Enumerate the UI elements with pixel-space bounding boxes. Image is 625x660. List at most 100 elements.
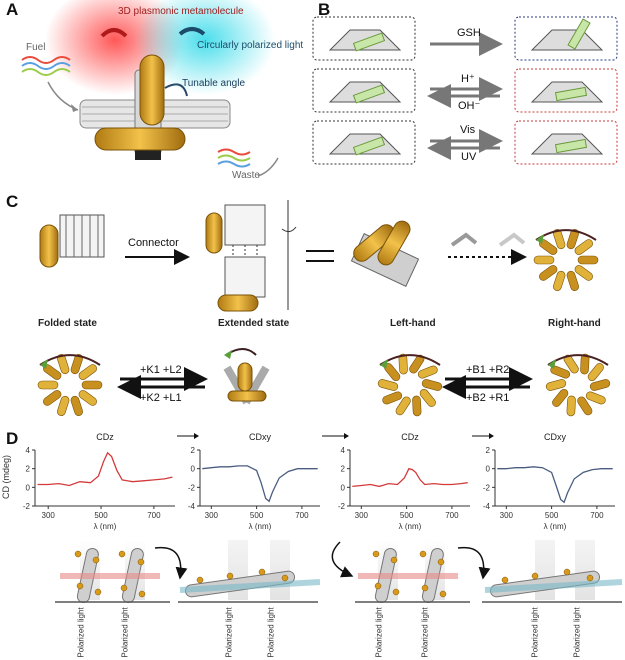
equals-sign (306, 250, 334, 262)
x-tick-label: 300 (500, 511, 514, 520)
h-plus-label: H⁺ (461, 73, 475, 85)
nanorod (566, 395, 576, 417)
oh-minus-label: OH⁻ (458, 100, 481, 112)
sequence-arrow-head (344, 433, 349, 439)
ring-left-hand (377, 353, 443, 417)
ring-folded (37, 354, 103, 416)
rotation-arrow-red-icon (100, 28, 128, 38)
rotation-arrow-tip-icon (536, 234, 544, 244)
rx1-bottom-label: +K2 +L1 (140, 392, 182, 404)
panel-c-assembly (37, 200, 611, 417)
scheme-key (450, 232, 526, 247)
c-monomer (39, 214, 105, 268)
x-tick-label: 500 (250, 511, 264, 520)
b-box-right-2 (514, 68, 618, 113)
nanorod (580, 353, 590, 375)
tunable-angle-label: Tunable angle (182, 78, 246, 89)
y-tick-label: 0 (26, 483, 31, 492)
rx2-bottom-label: +B2 +R1 (466, 392, 510, 404)
chart-title: CDxy (249, 432, 271, 442)
chart-title: CDxy (544, 432, 566, 442)
x-tick-label: 300 (42, 511, 56, 520)
rotation-arc (39, 354, 101, 366)
c-dimer (205, 200, 297, 312)
chart-title: CDz (401, 432, 419, 442)
folded-state-label: Folded state (38, 318, 97, 329)
x-tick-label: 700 (445, 511, 459, 520)
nanorod (43, 390, 62, 406)
x-tick-label: 700 (590, 511, 604, 520)
cd-ylabel: CD (mdeg) (1, 454, 12, 500)
polarized-light-label-3: Polarized light (224, 607, 234, 658)
nanorod (553, 229, 566, 250)
switch-arrow-3 (457, 546, 491, 580)
nanorod (81, 380, 103, 390)
polarized-light-label-2: Polarized light (120, 607, 130, 658)
x-tick-label: 700 (295, 511, 309, 520)
nanorod (412, 395, 422, 417)
nanorod (574, 239, 593, 255)
x-tick-label: 300 (355, 511, 369, 520)
nanorod (577, 396, 593, 416)
nanorod (78, 364, 97, 380)
gold-nanorod-vertical (139, 54, 165, 126)
x-tick-label: 500 (545, 511, 559, 520)
b-box-left-3 (312, 120, 416, 165)
nanorod (566, 270, 579, 291)
y-tick-label: 4 (341, 446, 346, 455)
gold-nanorod-horizontal (94, 127, 186, 151)
nanorod (382, 391, 403, 405)
cd-series-line (497, 466, 613, 504)
polarized-light-label-5: Polarized light (374, 607, 384, 658)
switch-arrow-1 (154, 546, 188, 580)
y-tick-label: -4 (483, 502, 491, 511)
b-box-right-1 (514, 16, 618, 61)
nanorod (395, 396, 411, 416)
circular-light-label: Circularly polarized light (197, 40, 304, 51)
nanorod (545, 379, 567, 391)
nanorod (585, 391, 606, 405)
b-box-left-1 (312, 16, 416, 61)
y-tick-label: 0 (341, 483, 346, 492)
y-tick-label: -2 (188, 483, 196, 492)
b-box-left-2 (312, 68, 416, 113)
vertical-rods-2 (355, 547, 470, 604)
nanorod (577, 255, 599, 265)
c-3d-view (350, 220, 420, 287)
right-hand-label: Right-hand (548, 318, 601, 329)
x-axis-label: λ (nm) (544, 522, 567, 531)
fuel-label: Fuel (26, 42, 46, 53)
y-tick-label: 0 (486, 465, 491, 474)
nanorod (70, 395, 83, 416)
polarized-light-label-1: Polarized light (76, 607, 86, 658)
fuel-arrow-icon (47, 81, 79, 111)
rx2-top-label: +B1 +R2 (466, 364, 510, 376)
nanorod (566, 229, 579, 250)
x-tick-label: 300 (205, 511, 219, 520)
y-tick-label: -2 (23, 502, 31, 511)
y-tick-label: -2 (483, 483, 491, 492)
waste-dna-icon (217, 148, 251, 168)
panel-b-schemes (312, 16, 618, 165)
vis-label: Vis (460, 124, 476, 136)
x-axis-label: λ (nm) (399, 522, 422, 531)
nanorod (398, 353, 408, 375)
fuel-dna-icon (21, 56, 71, 64)
x-tick-label: 500 (400, 511, 414, 520)
left-hand-label: Left-hand (390, 318, 436, 329)
nanorod (589, 379, 611, 391)
b-box-right-3 (514, 120, 618, 165)
y-tick-label: -2 (338, 502, 346, 511)
nanorod (574, 265, 593, 281)
ring-right-hand (545, 353, 611, 417)
nanorod (552, 388, 569, 407)
polarized-light-label-7: Polarized light (530, 607, 540, 658)
chart-title: CDz (96, 432, 114, 442)
panel-letter-d: D (6, 429, 19, 448)
y-tick-label: -4 (188, 502, 196, 511)
x-axis-label: λ (nm) (94, 522, 117, 531)
x-tick-label: 500 (94, 511, 108, 520)
vertical-rods-1 (55, 547, 170, 604)
connector-label: Connector (128, 237, 179, 249)
